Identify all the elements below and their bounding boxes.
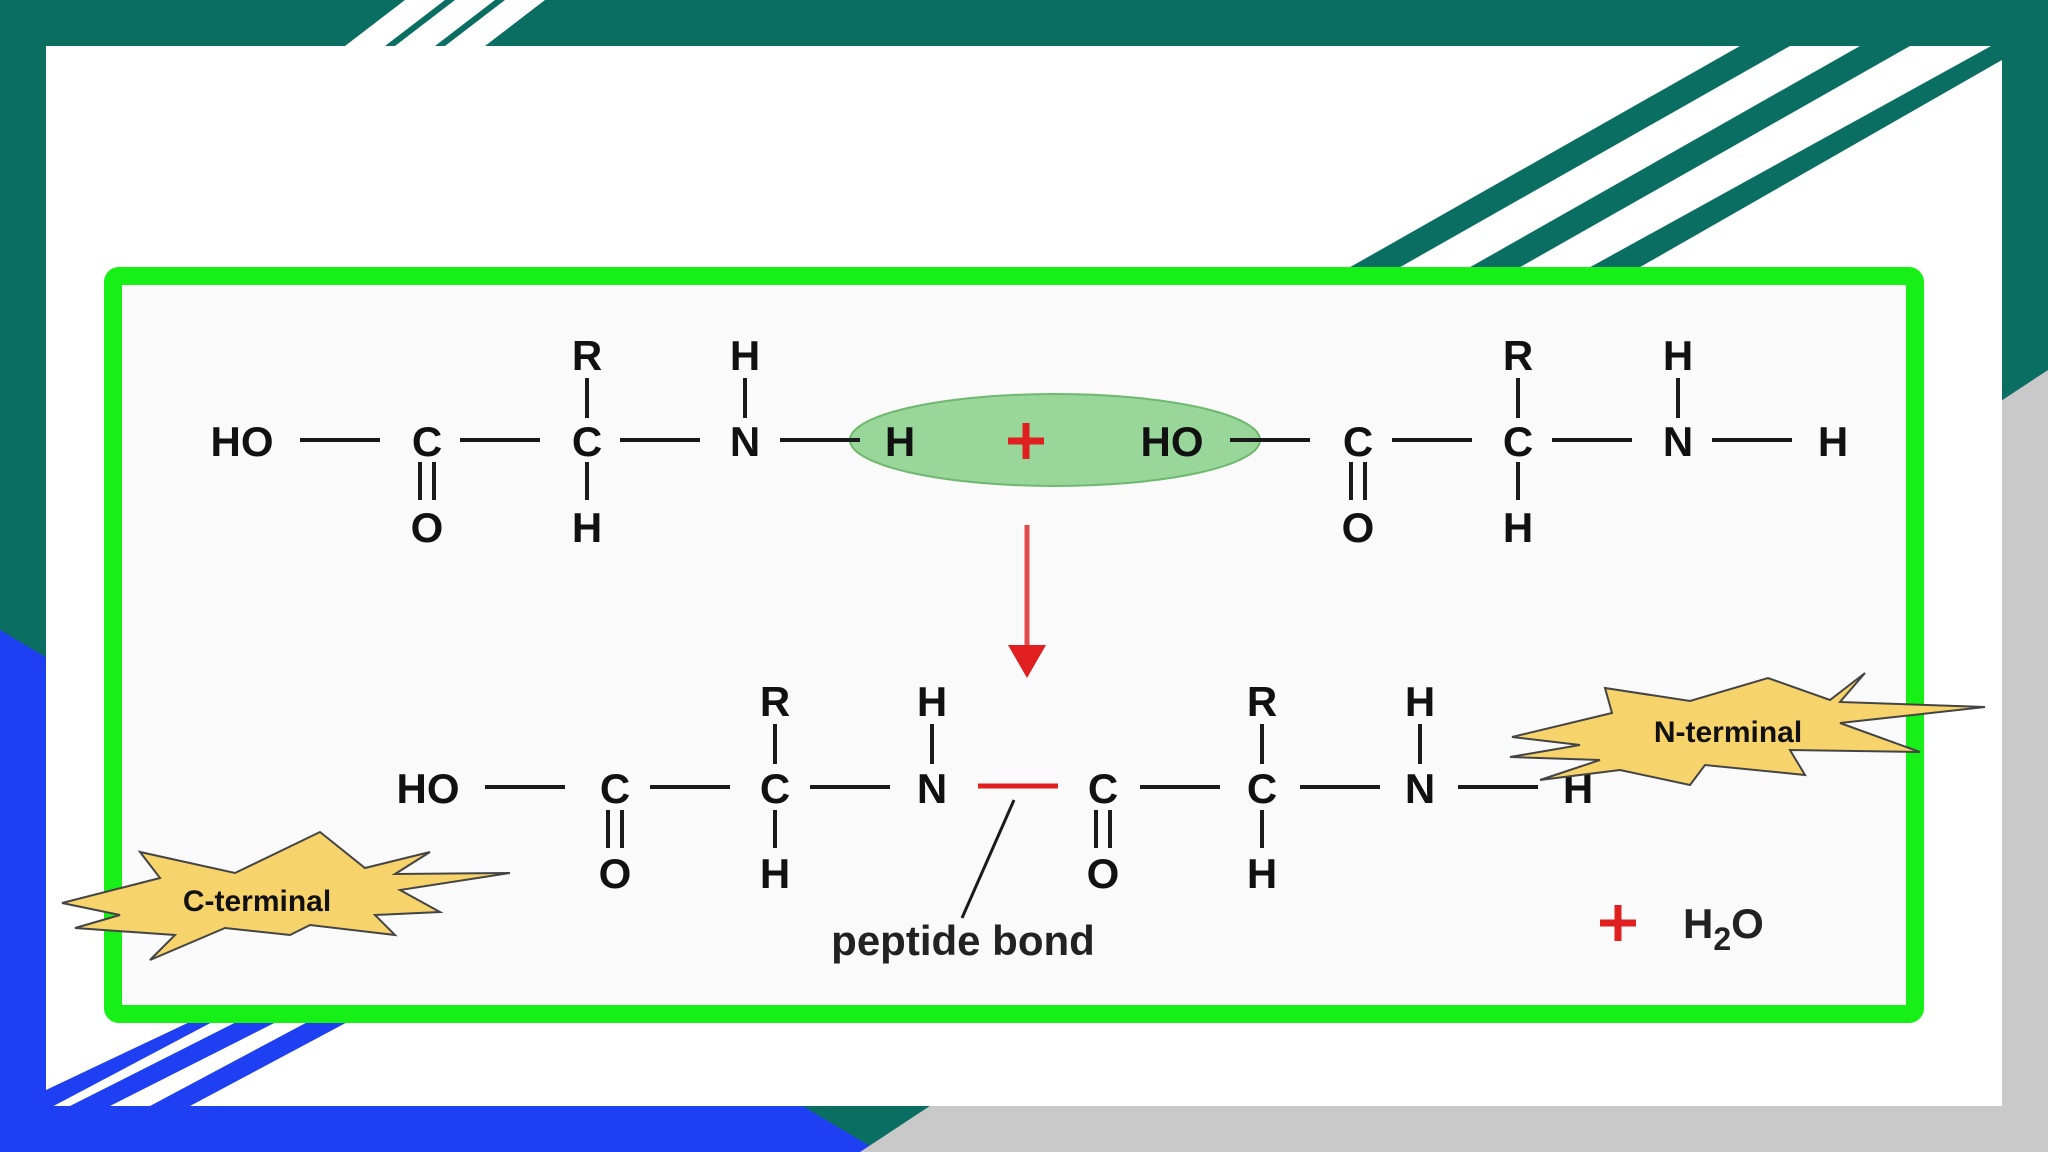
atom-h: H [1818,418,1848,465]
atom-h: H [572,504,602,551]
atom-r: R [760,678,790,725]
top-right-stripes [1345,40,2002,270]
atom-o: O [599,850,632,897]
atom-o: O [411,504,444,551]
atom-ho-leaving: HO [1141,418,1204,465]
c-terminal-label: C-terminal [183,885,331,918]
c-terminal-callout: C-terminal [61,830,511,961]
atom-ho: HO [211,418,274,465]
peptide-bond-label: peptide bond [831,917,1095,964]
atom-c-alpha: C [1503,418,1533,465]
atom-c-alpha: C [1247,765,1277,812]
atom-c-carbonyl: C [412,418,442,465]
atom-o: O [1087,850,1120,897]
reactant-1: HO C O R C H H N H [211,332,916,551]
atom-h-leaving: H [885,418,915,465]
atom-ho: HO [397,765,460,812]
atom-c-carbonyl: C [1088,765,1118,812]
bottom-left-stripes [46,1010,370,1110]
water-product: H2O [1600,900,1764,957]
atom-r: R [572,332,602,379]
atom-n: N [1663,418,1693,465]
atom-o: O [1342,504,1375,551]
atom-c-carbonyl: C [600,765,630,812]
atom-c-carbonyl: C [1343,418,1373,465]
reactant-2: HO C O R C H H N H [1141,332,1849,551]
top-left-stripes [345,0,545,46]
n-terminal-callout: N-terminal [1509,672,1986,787]
peptide-bond-pointer [960,799,1016,919]
atom-h: H [917,678,947,725]
atom-h: H [760,850,790,897]
atom-h: H [1247,850,1277,897]
reactants-row: HO C O R C H H N H HO C [211,332,1849,551]
atom-n: N [1405,765,1435,812]
reaction-arrow [1008,525,1046,678]
atom-c-alpha: C [760,765,790,812]
atom-r: R [1503,332,1533,379]
atom-n: N [730,418,760,465]
atom-h: H [730,332,760,379]
atom-h: H [1503,504,1533,551]
atom-c-alpha: C [572,418,602,465]
plus-sign [1008,423,1044,459]
atom-r: R [1247,678,1277,725]
atom-h: H [1405,678,1435,725]
atom-h: H [1663,332,1693,379]
atom-n: N [917,765,947,812]
n-terminal-label: N-terminal [1654,716,1802,749]
product-dipeptide: HO C O R C H H N C O R C H H N H [397,678,1594,897]
water-formula: H2O [1683,900,1764,957]
